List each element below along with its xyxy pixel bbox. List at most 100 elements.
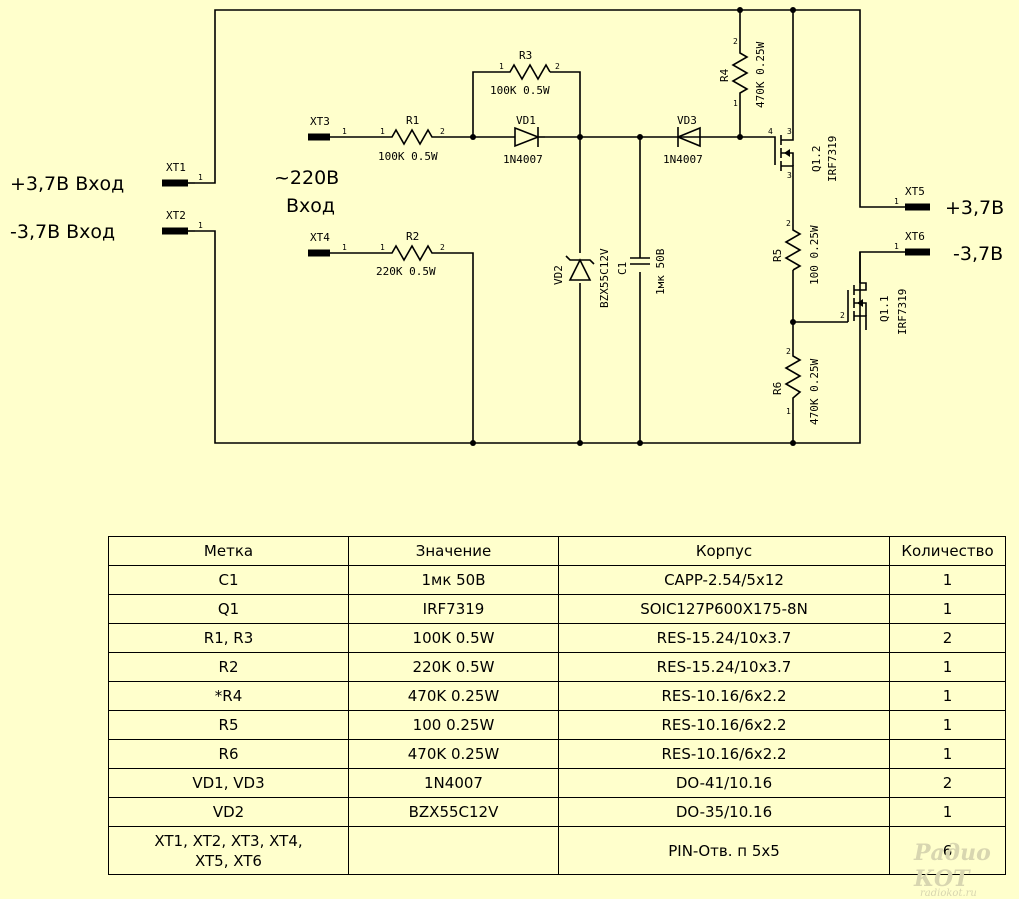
input-pos-label: +3,7В Вход <box>10 173 124 195</box>
header-value: Значение <box>348 536 559 566</box>
connector-xt4: XT4 1 <box>308 231 347 257</box>
svg-text:1: 1 <box>733 99 738 108</box>
bom-header-row: Метка Значение Корпус Количество <box>108 536 1006 566</box>
table-row: VD2 BZX55C12V DO-35/10.16 1 <box>108 797 1006 827</box>
svg-text:1: 1 <box>198 221 203 230</box>
svg-text:2: 2 <box>440 127 445 136</box>
table-row: XT1, XT2, XT3, XT4, XT5, XT6 PIN-Отв. п … <box>108 826 1006 875</box>
svg-text:470K 0.25W: 470K 0.25W <box>808 358 821 425</box>
cell-label: R6 <box>108 739 349 769</box>
cell-value <box>348 826 559 875</box>
cell-quantity: 1 <box>889 594 1006 624</box>
svg-text:2: 2 <box>786 347 791 356</box>
svg-text:IRF7319: IRF7319 <box>826 136 839 182</box>
header-label: Метка <box>108 536 349 566</box>
svg-text:C1: C1 <box>616 262 629 275</box>
svg-text:XT5: XT5 <box>905 185 925 198</box>
svg-text:4: 4 <box>768 127 773 136</box>
svg-text:1: 1 <box>786 407 791 416</box>
svg-text:1: 1 <box>198 173 203 182</box>
svg-text:R2: R2 <box>406 230 419 243</box>
wires <box>195 9 905 444</box>
cell-package: PIN-Отв. п 5x5 <box>558 826 890 875</box>
svg-text:2: 2 <box>555 62 560 71</box>
cell-quantity: 1 <box>889 797 1006 827</box>
svg-text:BZX55C12V: BZX55C12V <box>598 248 611 308</box>
svg-text:1: 1 <box>499 62 504 71</box>
cell-label: XT1, XT2, XT3, XT4, XT5, XT6 <box>108 826 349 875</box>
cell-quantity: 2 <box>889 768 1006 798</box>
cell-label: R2 <box>108 652 349 682</box>
table-row: C1 1мк 50В CAPP-2.54/5x12 1 <box>108 565 1006 595</box>
svg-text:2: 2 <box>840 311 845 320</box>
output-pos-label: +3,7В <box>945 197 1004 219</box>
svg-text:1: 1 <box>342 127 347 136</box>
mosfet-q1-2: 4 3 3 Q1.2 IRF7319 <box>740 127 839 182</box>
table-row: *R4 470K 0.25W RES-10.16/6x2.2 1 <box>108 681 1006 711</box>
cell-quantity: 1 <box>889 565 1006 595</box>
svg-text:R3: R3 <box>519 49 532 62</box>
cell-label-line2: XT5, XT6 <box>195 851 262 870</box>
svg-text:1: 1 <box>380 243 385 252</box>
header-package: Корпус <box>558 536 890 566</box>
svg-text:R4: R4 <box>718 68 731 82</box>
mosfet-q1-1: 2 Q1.1 IRF7319 <box>840 282 909 335</box>
ac-input-label: ~220В <box>274 167 339 189</box>
svg-text:3: 3 <box>787 127 792 136</box>
diode-vd3: VD3 1N4007 <box>663 114 703 166</box>
cell-value: 470K 0.25W <box>348 739 559 769</box>
svg-text:1N4007: 1N4007 <box>663 153 703 166</box>
svg-text:XT6: XT6 <box>905 230 925 243</box>
svg-text:VD3: VD3 <box>677 114 697 127</box>
svg-text:VD1: VD1 <box>516 114 536 127</box>
cell-label: Q1 <box>108 594 349 624</box>
svg-text:470K 0.25W: 470K 0.25W <box>754 41 767 108</box>
svg-text:Q1.2: Q1.2 <box>810 146 823 173</box>
svg-text:1N4007: 1N4007 <box>503 153 543 166</box>
cell-value: 470K 0.25W <box>348 681 559 711</box>
cell-package: RES-10.16/6x2.2 <box>558 681 890 711</box>
svg-text:1: 1 <box>342 243 347 252</box>
header-quantity: Количество <box>889 536 1006 566</box>
connector-xt3: XT3 1 <box>308 115 347 141</box>
cell-package: DO-35/10.16 <box>558 797 890 827</box>
svg-text:Q1.1: Q1.1 <box>878 296 891 323</box>
svg-text:VD2: VD2 <box>552 265 565 285</box>
output-neg-label: -3,7В <box>953 243 1003 265</box>
cell-package: RES-10.16/6x2.2 <box>558 739 890 769</box>
svg-text:1: 1 <box>380 127 385 136</box>
cell-package: RES-10.16/6x2.2 <box>558 710 890 740</box>
table-row: Q1 IRF7319 SOIC127P600X175-8N 1 <box>108 594 1006 624</box>
svg-text:100K 0.5W: 100K 0.5W <box>378 150 438 163</box>
ac-input-label-2: Вход <box>286 195 335 217</box>
cell-label: R5 <box>108 710 349 740</box>
resistor-r6: R6 470K 0.25W 2 1 <box>771 347 821 425</box>
svg-text:1: 1 <box>894 242 899 251</box>
cell-value: 220K 0.5W <box>348 652 559 682</box>
cell-label: VD1, VD3 <box>108 768 349 798</box>
cell-value: IRF7319 <box>348 594 559 624</box>
cell-package: RES-15.24/10x3.7 <box>558 623 890 653</box>
cell-package: CAPP-2.54/5x12 <box>558 565 890 595</box>
watermark-title: Радио КОТ <box>914 840 991 892</box>
cell-label: R1, R3 <box>108 623 349 653</box>
svg-text:R1: R1 <box>406 114 419 127</box>
svg-text:1мк 50В: 1мк 50В <box>654 248 667 295</box>
table-row: VD1, VD3 1N4007 DO-41/10.16 2 <box>108 768 1006 798</box>
svg-text:3: 3 <box>787 171 792 180</box>
connector-xt6: XT6 1 <box>894 230 930 256</box>
connector-xt2: XT2 1 <box>162 209 203 235</box>
cell-quantity: 1 <box>889 681 1006 711</box>
capacitor-c1: C1 1мк 50В <box>616 248 667 295</box>
resistor-r3: R3 100K 0.5W 1 2 <box>490 49 560 97</box>
svg-text:XT3: XT3 <box>310 115 330 128</box>
input-neg-label: -3,7В Вход <box>10 221 115 243</box>
cell-quantity: 1 <box>889 710 1006 740</box>
table-row: R5 100 0.25W RES-10.16/6x2.2 1 <box>108 710 1006 740</box>
svg-text:R5: R5 <box>771 249 784 262</box>
watermark-logo: Радио КОТ radiokot.ru <box>914 840 1014 899</box>
cell-package: SOIC127P600X175-8N <box>558 594 890 624</box>
watermark-site: radiokot.ru <box>920 888 977 899</box>
cell-package: RES-15.24/10x3.7 <box>558 652 890 682</box>
resistor-r5: R5 100 0.25W 2 <box>771 219 821 285</box>
